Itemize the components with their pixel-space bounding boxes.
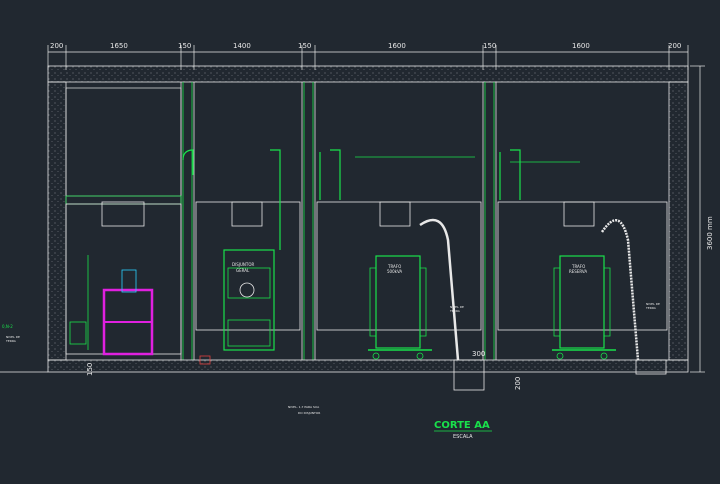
bay-3-transformer [316,149,482,361]
trafo-1-label-line2: 500kVA [387,269,402,274]
left-level-marker: 0,N-2 [2,324,13,329]
dim-text: 150 [178,42,191,50]
disjuntor-label: DISJUNTOR GERAL [232,262,254,273]
bay-3-note-line1: NIVEL DE [450,305,464,309]
trafo-2-label: TRAFO RESERVA [569,264,587,274]
bay-4-note-line1: NIVEL DE [646,302,660,306]
dim-text: 1650 [110,42,128,50]
dim-text: 1600 [572,42,590,50]
disjuntor-label-line1: DISJUNTOR [232,262,254,267]
floor-dimensions: 300 200 150 [86,350,522,390]
busbar [355,156,580,163]
bay-4-note-line2: TERRA [645,306,657,310]
left-note-line1: NIVEL DE [6,335,20,339]
floor-dim-3: 150 [86,363,94,376]
trafo-1-label: TRAFO 500kVA [387,264,402,274]
dim-text: 200 [668,42,681,50]
right-dimension [690,65,705,373]
disjuntor-label-line2: GERAL [236,268,250,273]
floor-dim-1: 300 [472,350,485,358]
drawing-scale: ESCALA [453,434,473,440]
dim-text: 150 [483,42,496,50]
bay-4-transformer [497,149,668,361]
height-dimension-text: 3600 mm [706,216,714,250]
trafo-2-label-line2: RESERVA [569,269,587,274]
ground-note-line1: NIVEL. 1,7 PARA SUA [288,405,320,409]
dim-text: 1600 [388,42,406,50]
roof-slab [47,65,689,83]
title-block: CORTE AA ESCALA [434,420,492,440]
dim-text: 150 [298,42,311,50]
top-dimension-texts: 200 1650 150 1400 150 1600 150 1600 200 [50,42,681,50]
left-note-line2: TERRA [5,339,17,343]
building-walls [47,81,689,361]
trafo-1-label-line1: TRAFO [387,264,401,269]
floor-slab [0,359,689,391]
bay-1-cubicle [65,201,182,356]
dim-text: 1400 [233,42,251,50]
bay-notes: NIVEL DE TERRA NIVEL DE TERRA NIVEL DE T… [2,302,660,415]
ground-note-line2: DO DISJUNTOR [298,411,320,415]
floor-dim-2: 200 [514,377,522,390]
upper-left-compartment [65,87,182,205]
bay-3-note-line2: TERRA [449,309,461,313]
drawing-title: CORTE AA [434,420,490,431]
wall-column-highlights [182,82,495,360]
bay-2-disjuntor [182,149,301,365]
dim-text: 200 [50,42,63,50]
trafo-2-label-line1: TRAFO [571,264,585,269]
